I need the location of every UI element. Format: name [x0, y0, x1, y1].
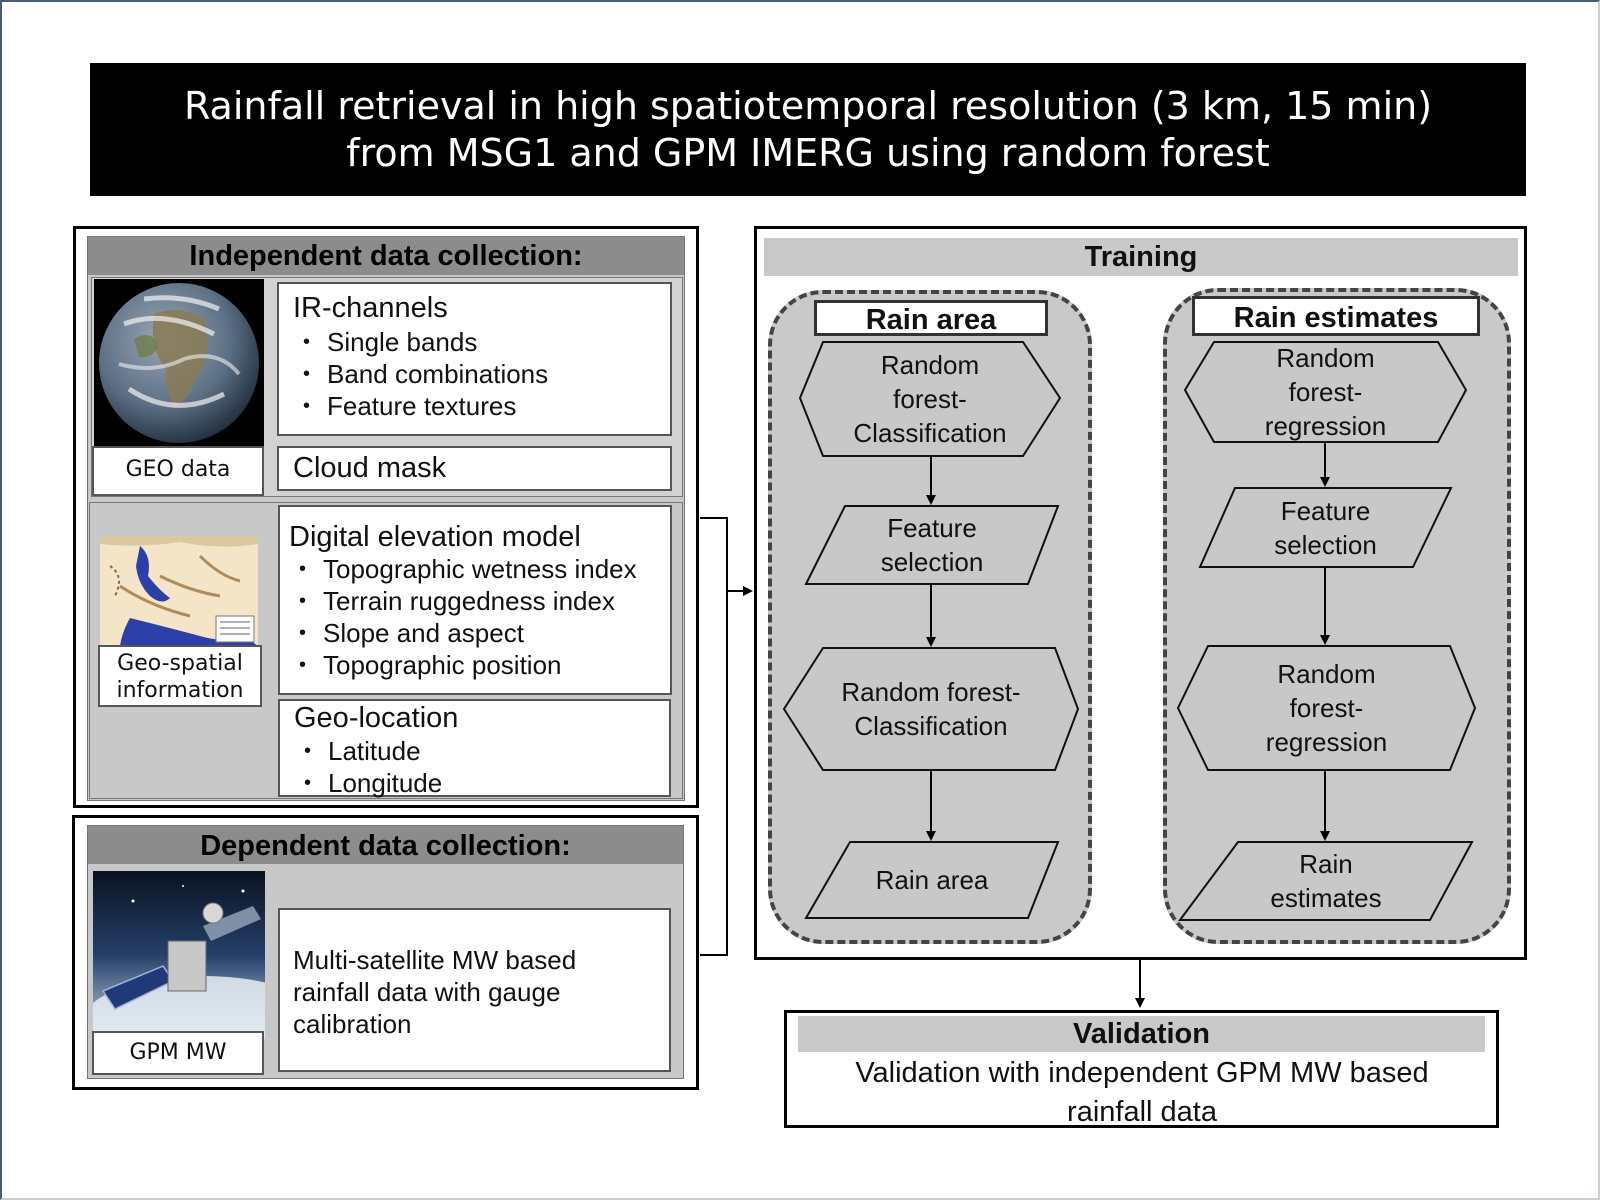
independent-data-header: Independent data collection: [88, 237, 684, 275]
rain-area-step-2-text: Feature selection [806, 506, 1058, 584]
validation-text: Validation with independent GPM MW based… [790, 1054, 1494, 1132]
list-item: Terrain ruggedness index [289, 585, 670, 617]
dependent-data-header: Dependent data collection: [88, 826, 683, 864]
geo-spatial-caption-line-1: Geo-spatial [117, 651, 243, 676]
validation-text-line-2: rainfall data [1067, 1096, 1217, 1128]
cloud-mask-box: Cloud mask [277, 446, 672, 491]
rain-estimates-step-1-text: Random forest- regression [1185, 342, 1466, 442]
list-item: Slope and aspect [289, 617, 670, 649]
rain-area-step-1-text: Random forest- Classification [800, 342, 1060, 456]
rain-area-step-3-text: Random forest- Classification [784, 648, 1078, 770]
gpm-description-box: Multi-satellite MW based rainfall data w… [278, 908, 671, 1072]
rain-area-output-parallelogram [804, 841, 1060, 919]
list-item: Single bands [293, 326, 670, 358]
list-item: Longitude [294, 767, 669, 799]
text-line: Random [1276, 343, 1375, 373]
geo-location-title: Geo-location [294, 702, 459, 734]
text-line: Random [1277, 659, 1376, 689]
geo-spatial-caption: Geo-spatial information [98, 645, 262, 707]
map-image [100, 536, 258, 646]
rain-estimates-regression-hexagon [1183, 341, 1468, 443]
text-line: Rain [1299, 849, 1353, 879]
text-line: regression [1265, 727, 1388, 757]
cloud-mask-label: Cloud mask [293, 452, 447, 484]
gpm-satellite-image [93, 871, 265, 1039]
list-item: Feature textures [293, 390, 670, 422]
text-line: regression [1264, 411, 1387, 441]
text-line: Random forest- [841, 677, 1021, 707]
geo-data-caption: GEO data [92, 446, 264, 496]
text-line: Rain area [875, 865, 989, 895]
text-line: Classification [854, 711, 1008, 741]
ir-channels-title: IR-channels [293, 292, 448, 324]
title-line-1: Rainfall retrieval in high spatiotempora… [183, 84, 1433, 128]
text-line: estimates [1270, 883, 1382, 913]
dem-list: Topographic wetness index Terrain rugged… [289, 553, 670, 681]
geo-spatial-caption-line-2: information [116, 678, 244, 703]
list-item: Topographic position [289, 649, 670, 681]
validation-header: Validation [798, 1016, 1485, 1052]
training-header: Training [764, 238, 1518, 276]
text-line: Feature [1280, 495, 1371, 526]
gpm-description-line-2: rainfall data with gauge [293, 977, 561, 1007]
title-line-2: from MSG1 and GPM IMERG using random for… [346, 131, 1270, 175]
validation-text-line-1: Validation with independent GPM MW based [855, 1057, 1429, 1089]
earth-image [94, 279, 264, 447]
rain-estimates-label: Rain estimates [1192, 296, 1480, 336]
geo-location-box: Geo-location Latitude Longitude [278, 699, 671, 799]
text-line: forest- [1289, 693, 1364, 723]
list-item: Latitude [294, 735, 669, 767]
slide-title: Rainfall retrieval in high spatiotempora… [90, 63, 1526, 196]
rain-area-label: Rain area [814, 300, 1048, 336]
rain-estimates-step-2-text: Feature selection [1200, 488, 1451, 567]
rain-estimates-step-4-text: Rain estimates [1180, 842, 1472, 920]
rain-area-step-4-text: Rain area [806, 842, 1058, 918]
rain-estimates-step-3-text: Random forest- regression [1178, 646, 1475, 770]
gpm-description-line-3: calibration [293, 1009, 412, 1039]
geo-location-list: Latitude Longitude [294, 735, 669, 799]
dem-title: Digital elevation model [289, 521, 581, 553]
dem-box: Digital elevation model Topographic wetn… [278, 505, 672, 695]
text-line: Classification [853, 418, 1007, 448]
rain-area-feature-selection-parallelogram [804, 505, 1060, 585]
rain-area-classification-hexagon-2 [782, 647, 1080, 771]
list-item: Band combinations [293, 358, 670, 390]
gpm-mw-caption: GPM MW [92, 1031, 264, 1075]
gpm-description-line-1: Multi-satellite MW based [293, 945, 577, 975]
text-line: Feature [887, 513, 977, 543]
ir-channels-list: Single bands Band combinations Feature t… [293, 326, 670, 422]
rain-estimates-regression-hexagon-2 [1176, 645, 1477, 771]
ir-channels-box: IR-channels Single bands Band combinatio… [277, 282, 672, 436]
rain-area-classification-hexagon [798, 341, 1062, 457]
rain-estimates-output-parallelogram [1178, 841, 1474, 921]
text-line: forest- [893, 384, 967, 414]
text-line: selection [1274, 529, 1377, 560]
text-line: selection [880, 547, 984, 577]
text-line: Random [880, 350, 980, 380]
rain-estimates-feature-selection-parallelogram [1198, 487, 1453, 568]
list-item: Topographic wetness index [289, 553, 670, 585]
text-line: forest- [1288, 377, 1363, 407]
